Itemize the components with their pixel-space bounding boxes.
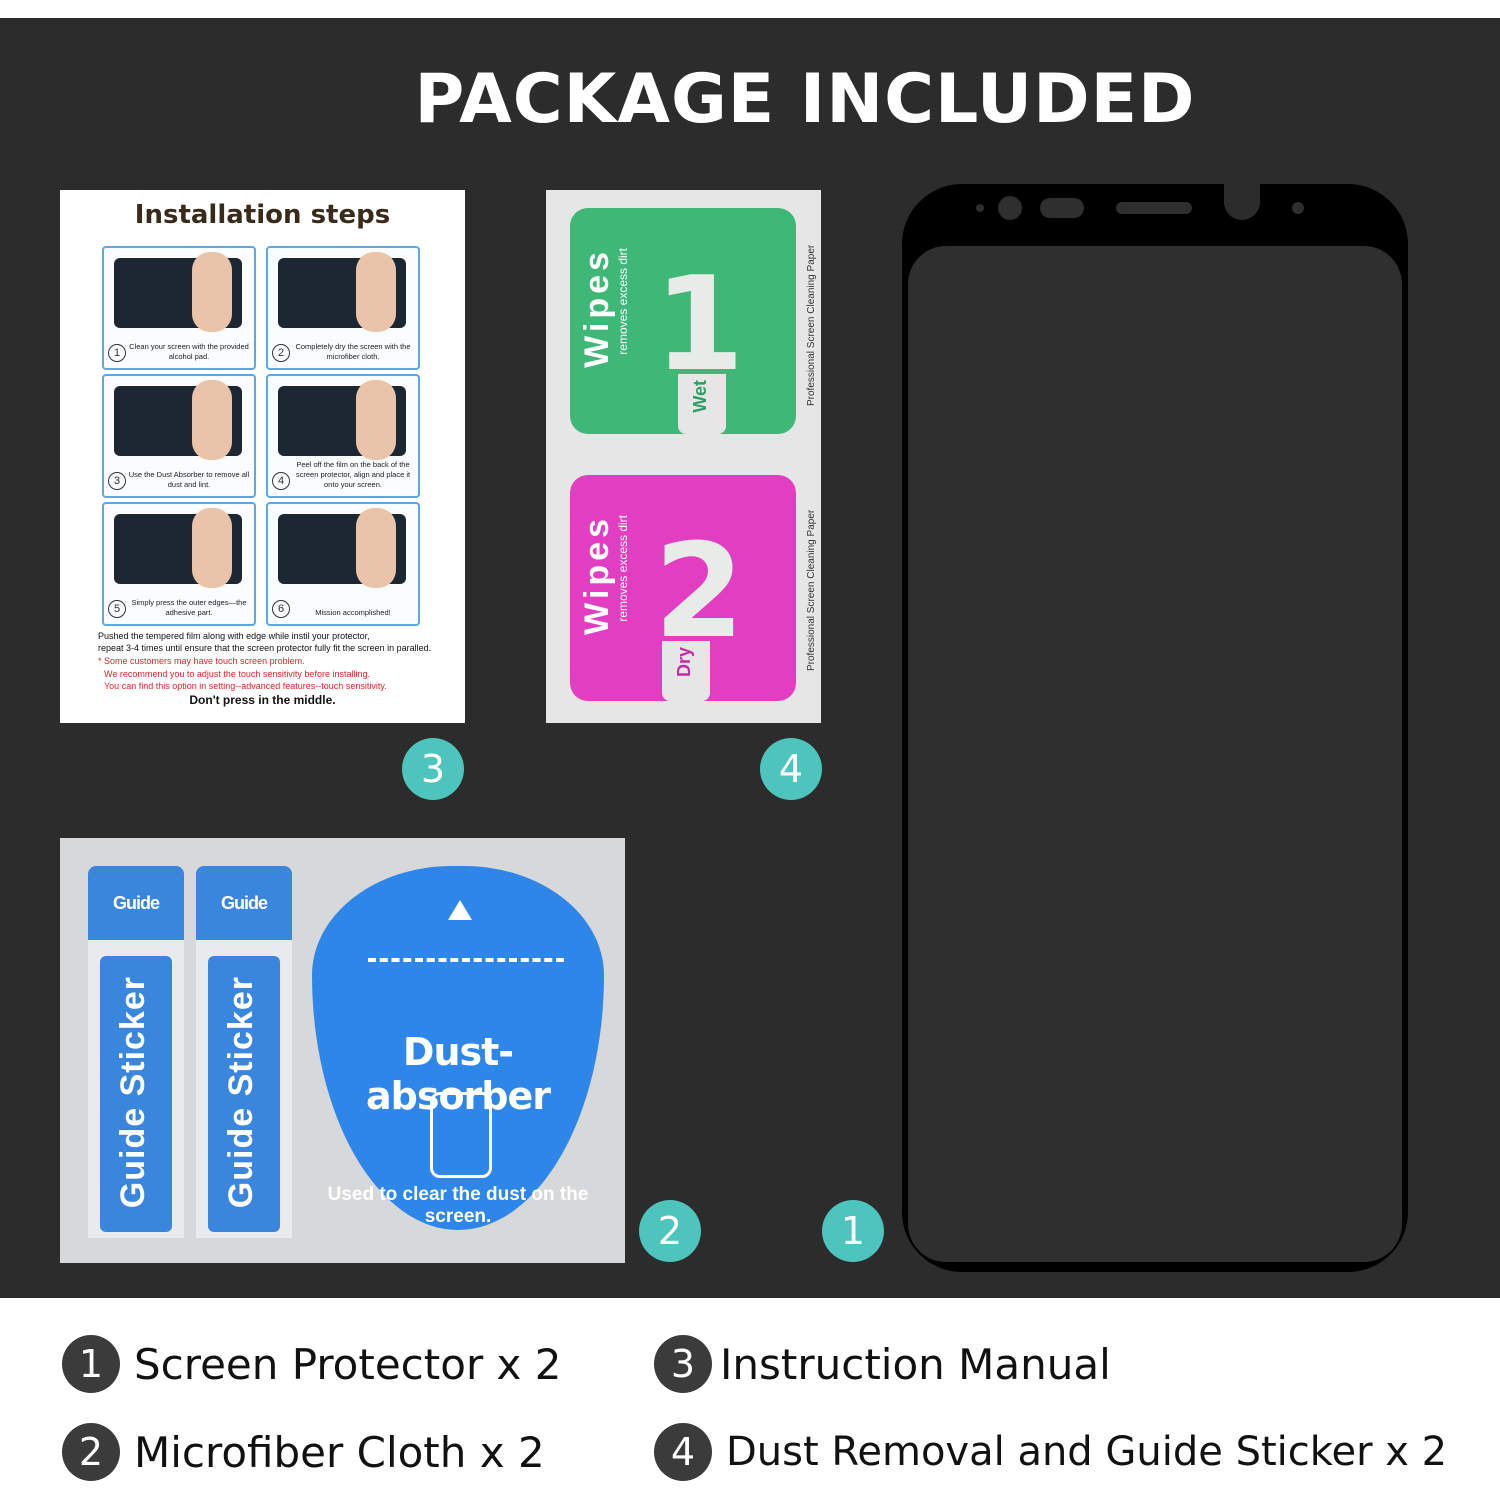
- step-illustration: [114, 380, 242, 460]
- step-number: 6: [272, 600, 290, 618]
- guide-sticker-tab: Guide Sticker: [196, 866, 292, 987]
- manual-step-3: 3 Use the Dust Absorber to remove all du…: [102, 374, 256, 498]
- wipe-side-text: Professional Screen Cleaning Paper: [806, 509, 817, 671]
- manual-warning-line: * Some customers may have touch screen p…: [98, 656, 305, 666]
- wipe-subtitle: removes excess dirt: [616, 515, 630, 622]
- page-title: PACKAGE INCLUDED: [414, 60, 1196, 139]
- manual-warning-line: We recommend you to adjust the touch sen…: [104, 669, 370, 679]
- dust-absorber-title: Dust-absorber: [365, 1030, 551, 1118]
- step-text: Mission accomplished!: [315, 608, 391, 617]
- instruction-manual-card: Installation steps 1 Clean your screen w…: [60, 190, 465, 723]
- badge-1: 1: [822, 1200, 884, 1262]
- guide-sticker-strip: Guide Sticker: [208, 956, 280, 1232]
- guide-sticker-label: Guide Sticker: [222, 976, 260, 1209]
- wipe-tag-label: Wet: [690, 380, 710, 413]
- step-illustration: [278, 380, 406, 460]
- manual-step-5: 5 Simply press the outer edges—the adhes…: [102, 502, 256, 626]
- wipe-side-text: Professional Screen Cleaning Paper: [806, 244, 817, 406]
- step-text: Clean your screen with the provided alco…: [129, 342, 249, 361]
- screen-protector: [902, 184, 1408, 1272]
- dry-wipe-card: Wipes removes excess dirt 2 Dry: [570, 475, 796, 701]
- step-text: Completely dry the screen with the micro…: [295, 342, 411, 361]
- step-number: 1: [108, 344, 126, 362]
- step-number: 3: [108, 472, 126, 490]
- badge-4: 4: [760, 738, 822, 800]
- legend-text: Microfiber Cloth x 2: [134, 1427, 545, 1477]
- legend-text: Instruction Manual: [720, 1339, 1111, 1389]
- manual-step-6: 6 Mission accomplished!: [266, 502, 420, 626]
- step-number: 2: [272, 344, 290, 362]
- step-number: 5: [108, 600, 126, 618]
- cleaning-wipes-pack: Wipes removes excess dirt 1 Wet Professi…: [546, 190, 821, 723]
- legend-number: 3: [654, 1335, 712, 1393]
- legend-text: Dust Removal and Guide Sticker x 2: [726, 1429, 1448, 1475]
- wipe-title: Wipes: [578, 248, 616, 368]
- step-text: Simply press the outer edges—the adhesiv…: [131, 598, 247, 617]
- iris-sensor-icon: [1040, 198, 1084, 218]
- guide-sticker-strip: Guide Sticker: [100, 956, 172, 1232]
- notch-cutout: [1224, 184, 1260, 220]
- guide-sticker-1: Guide Sticker Guide Sticker: [88, 866, 184, 1238]
- sensor-dot-icon: [976, 204, 984, 212]
- manual-step-4: 4 Peel off the film on the back of the s…: [266, 374, 420, 498]
- step-illustration: [278, 252, 406, 332]
- proximity-sensor-icon: [1292, 202, 1304, 214]
- wipe-tag-label: Dry: [674, 647, 694, 678]
- manual-warning-line: You can find this option in setting--adv…: [104, 681, 387, 691]
- dust-absorber-subtitle: Used to clear the dust on the screen.: [327, 1184, 589, 1227]
- dust-absorber-sticker: Dust-absorber Used to clear the dust on …: [312, 866, 604, 1230]
- badge-2: 2: [639, 1200, 701, 1262]
- manual-title: Installation steps: [134, 200, 391, 230]
- wipe-subtitle: removes excess dirt: [616, 248, 630, 355]
- phone-hand-icon: [430, 1092, 492, 1178]
- manual-step-1: 1 Clean your screen with the provided al…: [102, 246, 256, 370]
- guide-sticker-tab: Guide Sticker: [88, 866, 184, 987]
- manual-step-2: 2 Completely dry the screen with the mic…: [266, 246, 420, 370]
- legend-item-1: 1 Screen Protector x 2: [62, 1334, 562, 1394]
- legend-number: 4: [654, 1423, 712, 1481]
- guide-sticker-2: Guide Sticker Guide Sticker: [196, 866, 292, 1238]
- wipe-tag: Wet: [678, 374, 726, 434]
- wet-wipe-card: Wipes removes excess dirt 1 Wet: [570, 208, 796, 434]
- manual-note-line: Pushed the tempered film along with edge…: [98, 631, 370, 641]
- wipe-tag: Dry: [662, 641, 710, 701]
- legend-text: Screen Protector x 2: [134, 1339, 562, 1389]
- step-text: Use the Dust Absorber to remove all dust…: [128, 470, 250, 489]
- protector-glass: [908, 246, 1402, 1262]
- step-text: Peel off the film on the back of the scr…: [295, 460, 411, 489]
- step-illustration: [278, 508, 406, 588]
- camera-icon: [998, 196, 1022, 220]
- step-number: 4: [272, 472, 290, 490]
- badge-3: 3: [402, 738, 464, 800]
- speaker-grille-icon: [1116, 202, 1192, 214]
- stickers-card: Guide Sticker Guide Sticker Guide Sticke…: [60, 838, 625, 1263]
- guide-sticker-label: Guide Sticker: [114, 976, 152, 1209]
- legend-number: 1: [62, 1335, 120, 1393]
- step-illustration: [114, 508, 242, 588]
- manual-note-line: repeat 3-4 times until ensure that the s…: [98, 643, 432, 653]
- manual-footer: Don't press in the middle.: [189, 693, 336, 707]
- dashed-line: [368, 958, 564, 962]
- wipe-title: Wipes: [578, 515, 616, 635]
- legend-number: 2: [62, 1423, 120, 1481]
- legend-item-4: 4 Dust Removal and Guide Sticker x 2: [654, 1422, 1447, 1482]
- step-illustration: [114, 252, 242, 332]
- legend-item-3: 3 Instruction Manual: [654, 1334, 1111, 1394]
- legend-item-2: 2 Microfiber Cloth x 2: [62, 1422, 545, 1482]
- arrow-up-icon: [448, 900, 472, 920]
